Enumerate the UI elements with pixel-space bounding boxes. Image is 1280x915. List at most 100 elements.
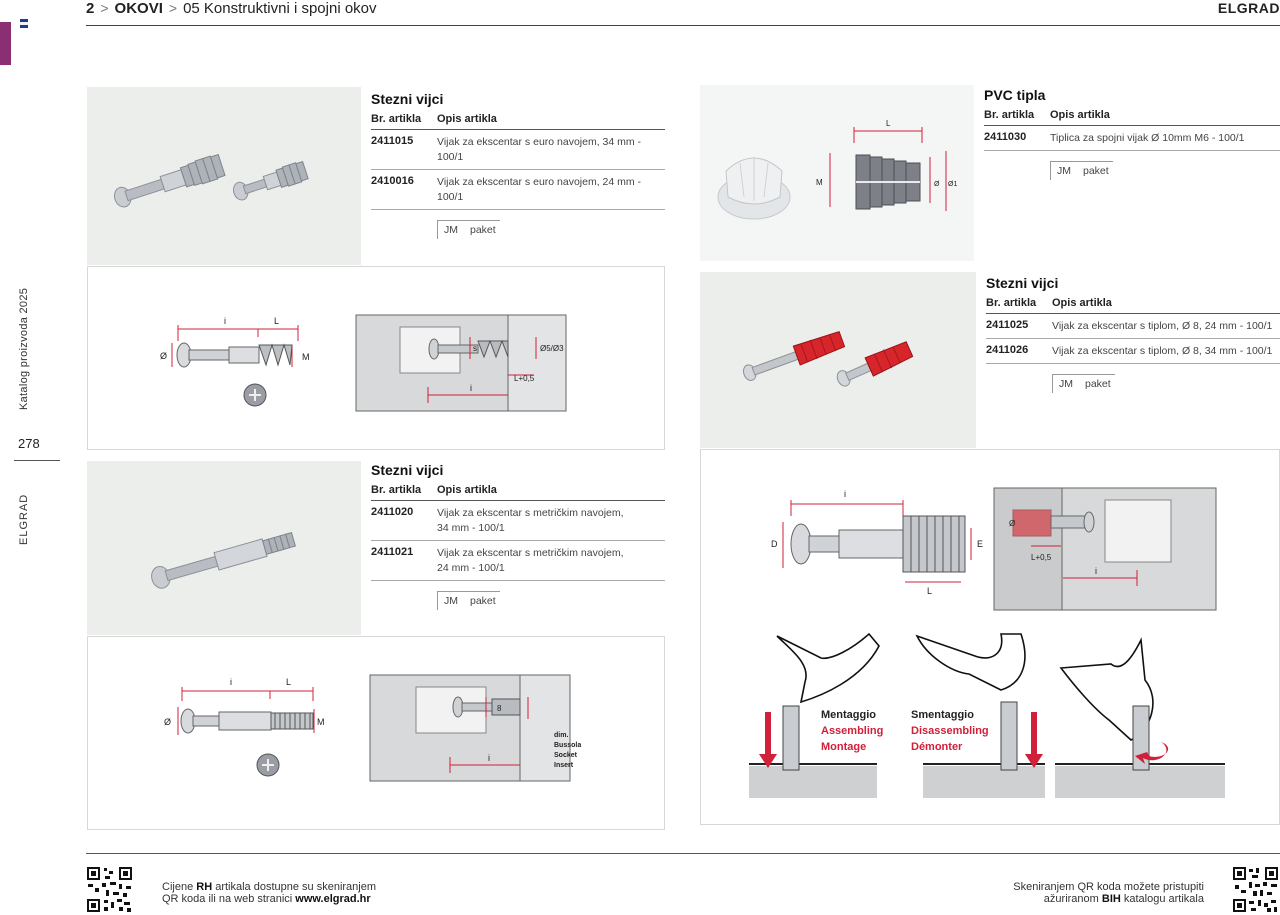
technical-drawing: i D E L Ø L+0,5 i xyxy=(700,449,1280,825)
footer-text-bold: BIH xyxy=(1101,893,1121,905)
table-row[interactable]: 2411021 Vijak za ekscentar s metričkim n… xyxy=(371,541,665,581)
label-s: s xyxy=(473,344,477,353)
unit-value: paket xyxy=(470,224,496,236)
step-assemble-en: Assembling xyxy=(821,725,883,737)
step-assemble-it: Mentaggio xyxy=(821,709,876,721)
unit-label: JM xyxy=(1059,378,1073,390)
article-desc: Tiplica za spojni vijak Ø 10mm M6 - 100/… xyxy=(1050,132,1245,144)
product-photo xyxy=(87,461,361,635)
col-code-header: Br. artikla xyxy=(371,484,422,496)
label-bussola: Bussola xyxy=(554,742,581,749)
label-i: i xyxy=(844,489,846,499)
label-eight: 8 xyxy=(497,704,502,713)
article-desc: Vijak za ekscentar s euro navojem, 34 mm… xyxy=(437,136,642,163)
metric-screw-drawing: i L Ø M 8 dim. Bussola Socket Insert i xyxy=(164,674,581,782)
label-dia: Ø xyxy=(164,717,171,727)
qr-code-icon[interactable] xyxy=(1232,866,1279,913)
unit-label: JM xyxy=(444,224,458,236)
footer-text: katalogu artikala xyxy=(1120,893,1204,905)
website-link[interactable]: www.elgrad.hr xyxy=(295,893,371,905)
product-table: Stezni vijci Br. artikla Opis artikla 24… xyxy=(371,91,665,239)
product-title: Stezni vijci xyxy=(371,462,444,478)
pvc-dowel-photo: L M Ø Ø1 xyxy=(700,85,974,261)
col-desc-header: Opis artikla xyxy=(437,113,497,125)
label-l: L xyxy=(927,586,932,596)
footer-text: ažuriranom xyxy=(1043,893,1102,905)
col-desc-header: Opis artikla xyxy=(437,484,497,496)
dowel-screws-photo xyxy=(742,330,914,387)
table-row[interactable]: 2411020 Vijak za ekscentar s metričkim n… xyxy=(371,501,665,541)
col-desc-header: Opis artikla xyxy=(1052,297,1112,309)
product-title: Stezni vijci xyxy=(986,275,1059,291)
dowel-screw-drawing: i D E L Ø L+0,5 i xyxy=(749,487,1225,798)
article-code: 2411025 xyxy=(986,319,1029,331)
unit-box: JM paket xyxy=(437,220,500,239)
product-photo xyxy=(700,272,976,448)
col-code-header: Br. artikla xyxy=(371,113,422,125)
qr-code-icon[interactable] xyxy=(86,866,133,913)
article-code: 2411020 xyxy=(371,506,414,518)
table-row[interactable]: 2410016 Vijak za ekscentar s euro navoje… xyxy=(371,170,665,210)
col-code-header: Br. artikla xyxy=(986,297,1037,309)
table-row[interactable]: 2411025 Vijak za ekscentar s tiplom, Ø 8… xyxy=(986,314,1280,339)
col-code-header: Br. artikla xyxy=(984,109,1035,121)
step-disassemble-it: Smentaggio xyxy=(911,709,974,721)
unit-value: paket xyxy=(470,595,496,607)
breadcrumb-chapter[interactable]: OKOVI xyxy=(114,0,163,17)
label-socket: Socket xyxy=(554,752,578,759)
product-photo: L M Ø Ø1 xyxy=(700,85,974,261)
step-disassemble-fr: Démonter xyxy=(911,741,963,753)
table-header: Br. artikla Opis artikla xyxy=(371,113,665,130)
breadcrumb-section[interactable]: Konstruktivni i spojni okov xyxy=(203,0,377,17)
unit-value: paket xyxy=(1085,378,1111,390)
breadcrumb-chapter-no[interactable]: 2 xyxy=(86,0,95,17)
label-dim: dim. xyxy=(554,732,568,739)
footer-text-bold: RH xyxy=(196,881,213,893)
table-row[interactable]: 2411015 Vijak za ekscentar s euro navoje… xyxy=(371,130,665,170)
article-desc: Vijak za ekscentar s metričkim navojem, … xyxy=(437,507,624,534)
product-photo xyxy=(87,87,361,265)
euro-screws-photo xyxy=(113,153,309,208)
step-assemble-fr: Montage xyxy=(821,741,866,753)
article-code: 2411026 xyxy=(986,344,1029,356)
flag-icon xyxy=(20,19,28,28)
footer-text: QR koda ili na web stranici xyxy=(162,893,296,905)
table-row[interactable]: 2411026 Vijak za ekscentar s tiplom, Ø 8… xyxy=(986,339,1280,364)
article-desc: Vijak za ekscentar s tiplom, Ø 8, 34 mm … xyxy=(1052,345,1273,357)
article-code: 2411021 xyxy=(371,546,414,558)
label-dia1: Ø1 xyxy=(948,181,957,188)
col-desc-header: Opis artikla xyxy=(1050,109,1110,121)
chapter-marker xyxy=(0,22,11,65)
table-header: Br. artikla Opis artikla xyxy=(986,297,1280,314)
label-i: i xyxy=(230,677,232,687)
label-i-install: i xyxy=(488,753,490,763)
divider xyxy=(14,460,60,461)
page-number: 278 xyxy=(18,436,40,451)
table-row[interactable]: 2411030 Tiplica za spojni vijak Ø 10mm M… xyxy=(984,126,1280,151)
article-code: 2411015 xyxy=(371,135,414,147)
article-desc: Vijak za ekscentar s tiplom, Ø 8, 24 mm … xyxy=(1052,320,1273,332)
breadcrumb-section-no[interactable]: 05 xyxy=(183,0,200,17)
label-dia: Ø xyxy=(1009,519,1015,528)
footer-divider xyxy=(86,853,1280,854)
footer-text: artikala dostupne su skeniranjem xyxy=(212,881,377,893)
metric-screw-photo xyxy=(151,531,296,589)
unit-box: JM paket xyxy=(437,591,500,610)
unit-label: JM xyxy=(444,595,458,607)
label-hole: Ø5/Ø3 xyxy=(540,344,564,353)
article-desc: Vijak za ekscentar s metričkim navojem, … xyxy=(437,547,624,574)
article-code: 2410016 xyxy=(371,175,414,187)
table-header: Br. artikla Opis artikla xyxy=(371,484,665,501)
footer-left-note: Cijene RH artikala dostupne su skeniranj… xyxy=(162,881,376,905)
breadcrumb: 2>OKOVI>05 Konstruktivni i spojni okov xyxy=(86,0,377,17)
euro-screw-drawing: i L Ø M s Ø5/Ø3 L+0,5 i xyxy=(160,314,567,412)
footer-text: Cijene xyxy=(162,881,197,893)
label-e: E xyxy=(977,539,983,549)
step-disassemble-en: Disassembling xyxy=(911,725,989,737)
label-dia: Ø xyxy=(160,351,167,361)
label-d: D xyxy=(771,539,778,549)
article-code: 2411030 xyxy=(984,131,1027,143)
breadcrumb-separator: > xyxy=(100,0,109,16)
label-i: i xyxy=(224,316,226,326)
rail-brand: ELGRAD xyxy=(18,493,30,545)
